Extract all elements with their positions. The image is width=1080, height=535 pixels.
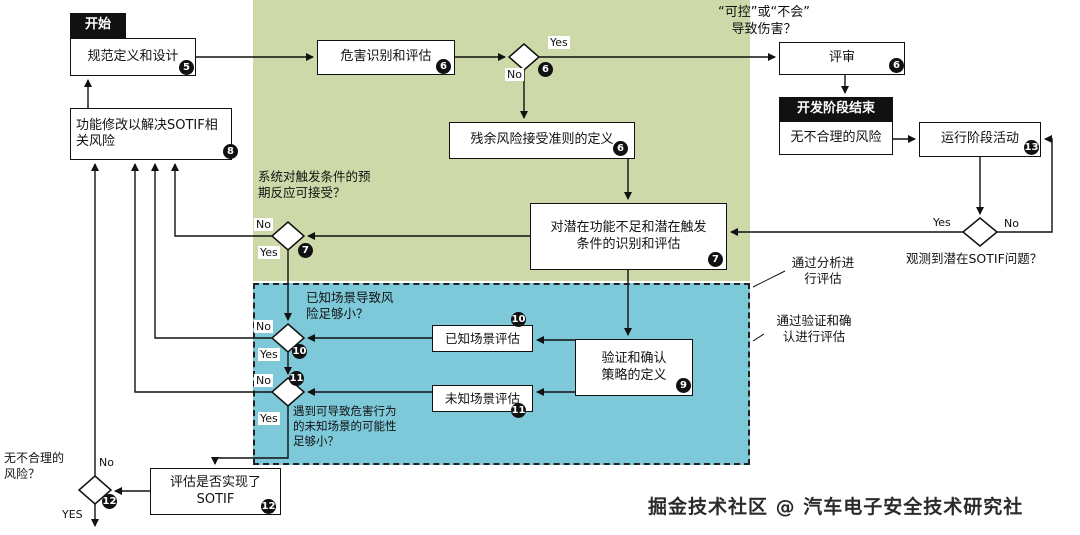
- functional-modification-node: 功能修改以解决SOTIF相 关风险: [70, 108, 232, 160]
- response-yes-label: Yes: [258, 246, 280, 260]
- review-node: 评审: [779, 42, 905, 75]
- badge-release-decision: 12: [102, 494, 117, 509]
- badge-hazard: 6: [436, 59, 451, 74]
- harm-question: “可控”或“不会” 导致伤害？: [718, 5, 810, 37]
- badge-funcmod: 8: [223, 144, 238, 159]
- release-yes-label: YES: [60, 508, 85, 522]
- start-node: 开始: [70, 13, 126, 38]
- badge-response-decision: 7: [298, 243, 313, 258]
- unknown-no-label: No: [254, 374, 273, 388]
- vv-evaluation-note: 通过验证和确 认进行评估: [776, 313, 852, 345]
- badge-review: 6: [889, 58, 904, 73]
- vv-strategy-node: 验证和确认 策略的定义: [575, 339, 693, 396]
- harm-no-label: No: [505, 68, 524, 82]
- badge-potential: 7: [708, 252, 723, 267]
- known-yes-label: Yes: [258, 348, 280, 362]
- known-scenario-eval-node: 已知场景评估: [432, 325, 533, 352]
- known-question: 已知场景导致风 险足够小？: [306, 290, 394, 322]
- residual-risk-criteria-node: 残余风险接受准则的定义: [449, 122, 635, 159]
- badge-unknown-eval: 11: [511, 403, 526, 418]
- observed-question: 观测到潜在SOTIF问题？: [906, 251, 1043, 266]
- observed-yes-label: Yes: [931, 216, 953, 230]
- release-no-label: No: [97, 456, 116, 470]
- dev-phase-end-node: 开发阶段结束: [779, 97, 893, 121]
- response-no-label: No: [254, 218, 273, 232]
- unknown-question: 遇到可导致危害行为 的未知场景的可能性 足够小？: [293, 404, 397, 448]
- arrow-unknown-no-to-funcmod: [131, 163, 272, 393]
- badge-sotif-eval: 12: [261, 499, 276, 514]
- badge-operation: 13: [1024, 140, 1039, 155]
- analysis-evaluation-note: 通过分析进 行评估: [791, 255, 855, 287]
- observed-decision-diamond: [961, 217, 999, 247]
- operation-phase-node: 运行阶段活动: [919, 122, 1041, 157]
- potential-insufficiency-node: 对潜在功能不足和潜在触发 条件的识别和评估: [530, 203, 727, 270]
- spec-design-node: 规范定义和设计: [70, 38, 196, 76]
- badge-vv-strategy: 9: [676, 378, 691, 393]
- badge-harm-decision: 6: [538, 62, 553, 77]
- badge-unknown-decision: 11: [289, 371, 304, 386]
- known-no-label: No: [254, 320, 273, 334]
- badge-known-decision: 10: [292, 344, 307, 359]
- response-question: 系统对触发条件的预 期反应可接受？: [258, 169, 371, 201]
- sotif-achievement-eval-node: 评估是否实现了 SOTIF: [150, 468, 281, 515]
- watermark-text: 掘金技术社区 @ 汽车电子安全技术研究社: [648, 496, 1024, 518]
- no-unreasonable-risk-node: 无不合理的风险: [779, 121, 893, 155]
- harm-yes-label: Yes: [548, 36, 570, 50]
- badge-spec: 5: [179, 60, 194, 75]
- hazard-identification-node: 危害识别和评估: [317, 40, 455, 75]
- unknown-yes-label: Yes: [258, 412, 280, 426]
- badge-residual: 6: [613, 141, 628, 156]
- observed-no-label: No: [1002, 217, 1021, 231]
- release-question: 无不合理的 风险？: [4, 451, 65, 481]
- badge-known-eval: 10: [511, 312, 526, 327]
